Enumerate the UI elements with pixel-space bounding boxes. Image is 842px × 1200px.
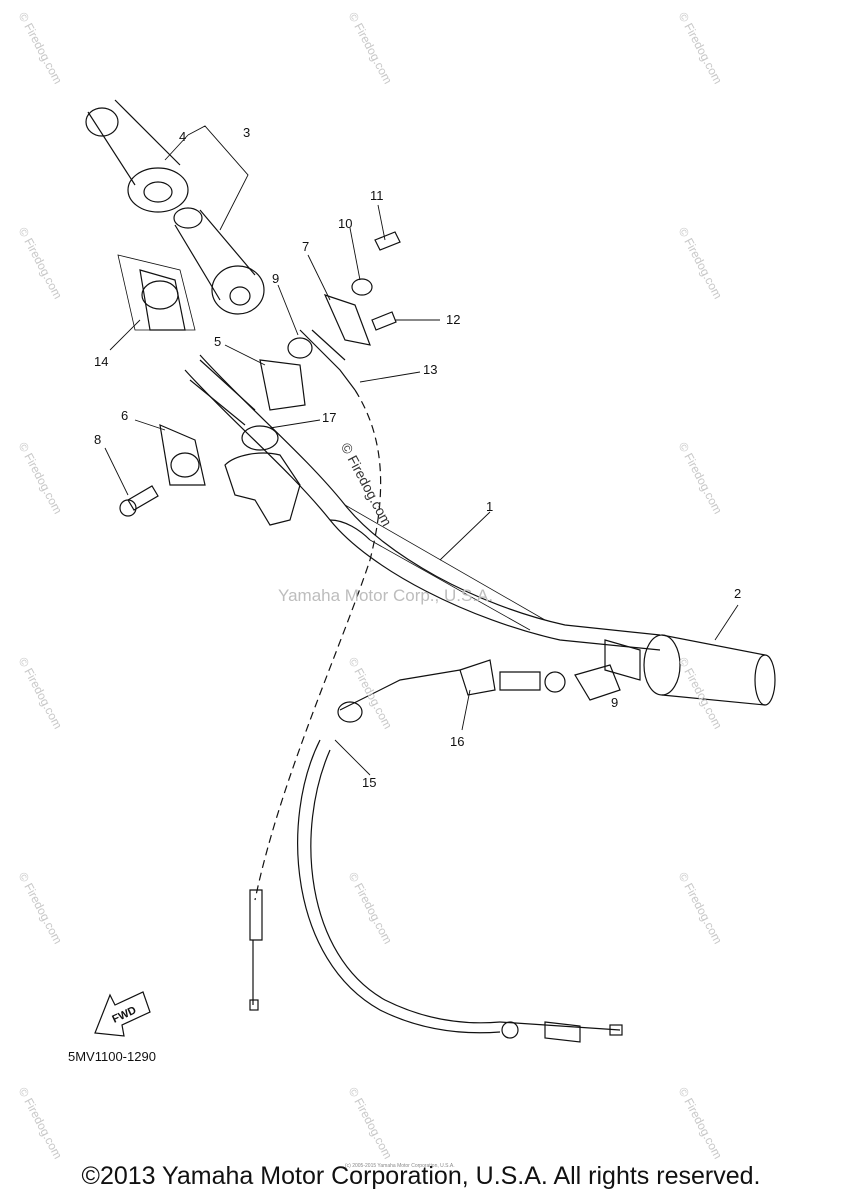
part-label-13: 13 [423,362,438,377]
bracket-upper [189,359,306,426]
part-label-4: 4 [179,129,187,144]
left-grip [85,99,189,213]
throttle-cable [249,329,382,1011]
part-label-15: 15 [362,775,377,790]
bracket-lower [159,424,206,486]
part-label-12: 12 [446,312,461,327]
clutch-perch [459,659,621,701]
part-label-17: 17 [322,410,337,425]
leader-lines [104,125,739,776]
part-label-11: 11 [370,188,384,203]
bolt-8 [119,485,159,517]
tiny-print: (c) 2005-2015 Yamaha Motor Corporation, … [345,1163,455,1169]
handlebar [184,354,661,651]
part-label-6: 6 [121,408,129,423]
part-label-10: 10 [338,216,353,231]
part-label-9-upper: 9 [272,271,280,286]
adjuster-parts [287,231,401,361]
fwd-arrow [94,991,151,1037]
center-watermark: Yamaha Motor Corp., U.S.A. [278,586,494,605]
part-label-3: 3 [243,125,251,140]
clutch-bracket [224,425,301,526]
copyright-notice: ©2013 Yamaha Motor Corporation, U.S.A. A… [81,1162,761,1190]
part-label-8: 8 [94,432,102,447]
part-label-16: 16 [450,734,465,749]
throttle-housing [117,254,196,331]
part-label-9-lower: 9 [611,695,619,710]
throttle-tube [173,207,265,315]
part-label-14: 14 [94,354,109,369]
part-label-5: 5 [214,334,222,349]
part-label-2: 2 [734,586,742,601]
part-label-7: 7 [302,239,310,254]
part-label-1: 1 [486,499,494,514]
right-grip [604,634,776,706]
clutch-cable [297,669,623,1043]
diagram-code: 5MV1100-1290 [68,1049,156,1064]
